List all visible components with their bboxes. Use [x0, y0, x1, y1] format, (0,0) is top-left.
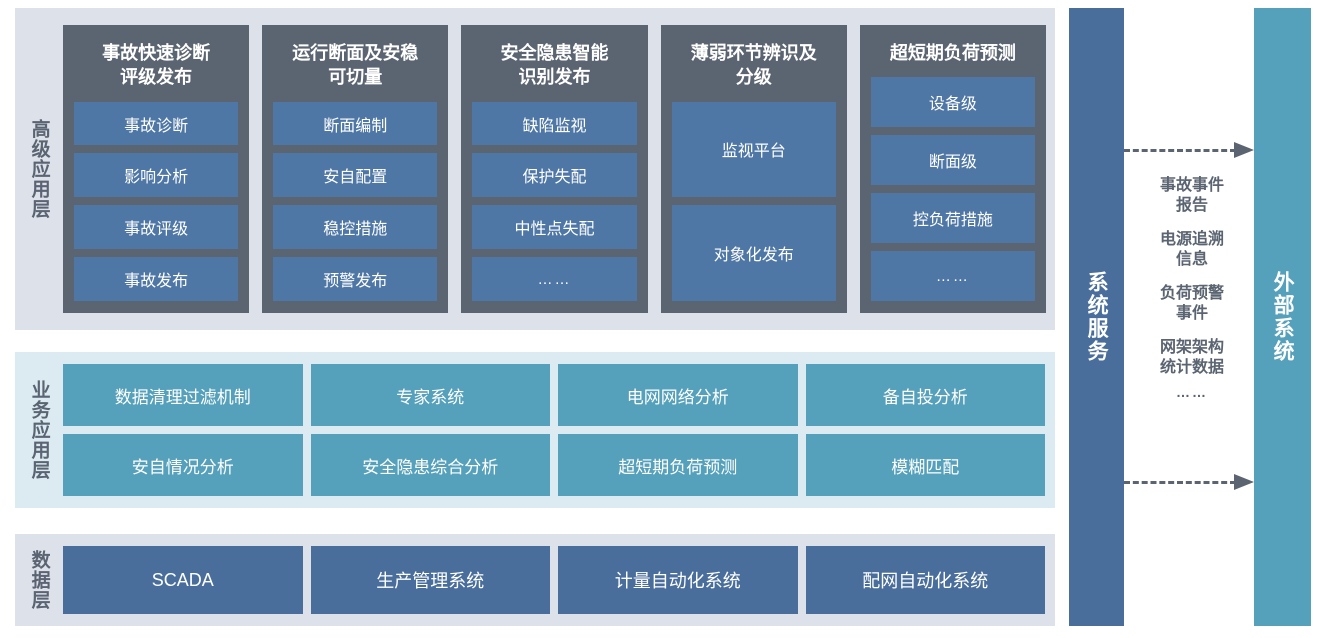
business-row-2: 安自情况分析 安全隐患综合分析 超短期负荷预测 模糊匹配 — [63, 434, 1045, 496]
advanced-column-2[interactable]: 运行断面及安稳 可切量 断面编制 安自配置 稳控措施 预警发布 — [262, 25, 449, 313]
flow-label: 电源追溯 信息 — [1159, 231, 1224, 268]
advanced-item[interactable]: 保护失配 — [472, 153, 637, 198]
advanced-column-5[interactable]: 超短期负荷预测 设备级 断面级 控负荷措施 …… — [859, 25, 1047, 313]
layer-business-body: 数据清理过滤机制 专家系统 电网网络分析 备自投分析 安自情况分析 安全隐患综合… — [63, 352, 1055, 508]
layer-business-application: 业务应用层 数据清理过滤机制 专家系统 电网网络分析 备自投分析 安自情况分析 … — [15, 352, 1055, 508]
flow-arrow-top-icon — [1124, 142, 1260, 158]
layer-advanced-label: 高级应用层 — [28, 119, 50, 219]
advanced-column-4-title: 薄弱环节辨识及 分级 — [690, 43, 817, 88]
system-service-bar[interactable]: 系统服务 — [1069, 8, 1124, 626]
advanced-item[interactable]: 监视平台 — [671, 101, 836, 198]
flow-arrow-head — [1234, 474, 1254, 490]
layer-data-body: SCADA 生产管理系统 计量自动化系统 配网自动化系统 — [63, 534, 1055, 626]
advanced-item[interactable]: 控负荷措施 — [870, 193, 1036, 244]
advanced-item-ellipsis[interactable]: …… — [472, 257, 637, 302]
advanced-column-3-title: 安全隐患智能 识别发布 — [500, 43, 609, 88]
advanced-column-3[interactable]: 安全隐患智能 识别发布 缺陷监视 保护失配 中性点失配 …… — [461, 25, 648, 313]
advanced-item[interactable]: 事故评级 — [74, 205, 239, 250]
layer-advanced-application: 高级应用层 事故快速诊断 评级发布 事故诊断 影响分析 事故评级 事故发布 运行… — [15, 8, 1055, 330]
flow-arrow-bottom-icon — [1124, 474, 1260, 490]
data-item[interactable]: SCADA — [63, 546, 303, 614]
advanced-column-1[interactable]: 事故快速诊断 评级发布 事故诊断 影响分析 事故评级 事故发布 — [63, 25, 250, 313]
data-item[interactable]: 生产管理系统 — [310, 546, 550, 614]
advanced-item[interactable]: 断面编制 — [273, 101, 438, 146]
advanced-column-4[interactable]: 薄弱环节辨识及 分级 监视平台 对象化发布 — [660, 25, 847, 313]
advanced-column-1-items: 事故诊断 影响分析 事故评级 事故发布 — [74, 101, 239, 302]
advanced-item[interactable]: 对象化发布 — [671, 205, 836, 301]
external-system-bar[interactable]: 外部系统 — [1254, 8, 1311, 626]
flow-arrow-head — [1234, 142, 1254, 158]
advanced-item[interactable]: 设备级 — [870, 77, 1036, 128]
flow-label: 负荷预警 事件 — [1159, 285, 1224, 322]
advanced-column-5-items: 设备级 断面级 控负荷措施 …… — [870, 77, 1036, 301]
advanced-item-ellipsis[interactable]: …… — [870, 251, 1036, 301]
advanced-column-2-title: 运行断面及安稳 可切量 — [292, 43, 419, 88]
advanced-item[interactable]: 中性点失配 — [472, 205, 637, 250]
advanced-column-3-items: 缺陷监视 保护失配 中性点失配 …… — [472, 101, 637, 302]
advanced-item[interactable]: 安自配置 — [273, 153, 438, 198]
advanced-item[interactable]: 预警发布 — [273, 257, 438, 302]
advanced-item[interactable]: 事故发布 — [74, 257, 239, 302]
business-item[interactable]: 数据清理过滤机制 — [63, 364, 303, 426]
flow-label-ellipsis: …… — [1176, 384, 1208, 400]
data-item[interactable]: 计量自动化系统 — [558, 546, 798, 614]
business-item[interactable]: 超短期负荷预测 — [558, 434, 798, 496]
advanced-column-5-title: 超短期负荷预测 — [889, 43, 1016, 63]
advanced-item[interactable]: 缺陷监视 — [472, 101, 637, 146]
layer-data: 数据层 SCADA 生产管理系统 计量自动化系统 配网自动化系统 — [15, 534, 1055, 626]
advanced-column-2-items: 断面编制 安自配置 稳控措施 预警发布 — [273, 101, 438, 302]
advanced-item[interactable]: 稳控措施 — [273, 205, 438, 250]
business-row-1: 数据清理过滤机制 专家系统 电网网络分析 备自投分析 — [63, 364, 1045, 426]
flow-arrow-line — [1124, 481, 1236, 484]
external-system-label: 外部系统 — [1271, 271, 1295, 363]
data-item[interactable]: 配网自动化系统 — [805, 546, 1045, 614]
layer-business-label: 业务应用层 — [28, 380, 50, 480]
business-item[interactable]: 专家系统 — [310, 364, 550, 426]
advanced-column-4-items: 监视平台 对象化发布 — [671, 101, 836, 301]
layer-data-label: 数据层 — [28, 550, 50, 610]
layer-advanced-body: 事故快速诊断 评级发布 事故诊断 影响分析 事故评级 事故发布 运行断面及安稳 … — [63, 8, 1055, 330]
flow-label: 事故事件 报告 — [1159, 177, 1224, 214]
system-service-label: 系统服务 — [1085, 271, 1109, 363]
business-item[interactable]: 安自情况分析 — [63, 434, 303, 496]
flow-label: 网架架构 统计数据 — [1159, 339, 1224, 376]
business-item[interactable]: 安全隐患综合分析 — [310, 434, 550, 496]
business-item[interactable]: 模糊匹配 — [805, 434, 1045, 496]
business-item[interactable]: 备自投分析 — [805, 364, 1045, 426]
flow-label-list: 事故事件 报告 电源追溯 信息 负荷预警 事件 网架架构 统计数据 …… — [1124, 176, 1260, 402]
flow-arrow-line — [1124, 149, 1236, 152]
advanced-column-1-title: 事故快速诊断 评级发布 — [102, 43, 211, 88]
advanced-item[interactable]: 断面级 — [870, 135, 1036, 186]
advanced-item[interactable]: 影响分析 — [74, 153, 239, 198]
business-item[interactable]: 电网网络分析 — [558, 364, 798, 426]
advanced-item[interactable]: 事故诊断 — [74, 101, 239, 146]
